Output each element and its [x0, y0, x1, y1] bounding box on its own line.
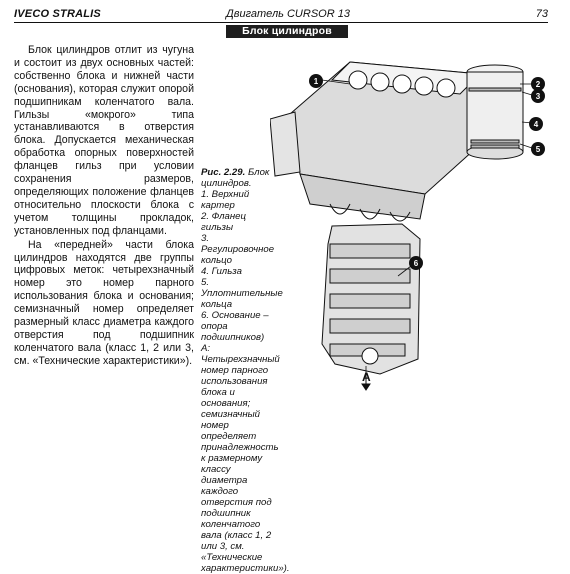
caption-item-6: 6. Основание – опора подшипников)	[201, 310, 269, 343]
engine-block-drawing: 1 2 3 4 5 6	[270, 61, 545, 391]
section-title: Блок цилиндров	[226, 25, 348, 38]
cylinder-liner-shape	[466, 64, 524, 160]
body-text: Блок цилиндров отлит из чугуна и состоит…	[14, 44, 194, 368]
paragraph-2: На «передней» части блока цилиндров нахо…	[14, 238, 194, 367]
callout-label-5: 5	[536, 145, 541, 154]
callout-5: 5	[531, 142, 545, 156]
caption-item-3: 3. Регулировочное кольцо	[201, 233, 275, 266]
bedplate-shape	[321, 223, 421, 375]
view-a-arrow	[361, 374, 371, 391]
cylinder-block-shape	[270, 61, 482, 222]
page-number: 73	[535, 8, 548, 20]
caption-item-4: 4. Гильза	[201, 266, 242, 277]
callout-2: 2	[531, 77, 545, 91]
header-brand: IVECO STRALIS	[14, 8, 101, 20]
figure-caption: Рис. 2.29. Блок цилиндров. 1. Верхний ка…	[201, 167, 290, 574]
header-rule	[14, 22, 548, 23]
callout-3: 3	[531, 89, 545, 103]
engine-block-illustration: 1 2 3 4 5 6	[270, 44, 555, 400]
callout-label-6: 6	[414, 259, 419, 268]
callout-4: 4	[529, 117, 543, 131]
view-label-a: A	[362, 370, 371, 384]
callout-1: 1	[309, 74, 323, 88]
callout-6: 6	[409, 256, 423, 270]
paragraph-1: Блок цилиндров отлит из чугуна и состоит…	[14, 44, 194, 237]
caption-note: А: Четырехзначный номер парного использо…	[201, 343, 290, 574]
caption-item-1: 1. Верхний картер	[201, 189, 250, 211]
caption-item-5: 5. Уплотнительные кольца	[201, 277, 283, 310]
callout-label-2: 2	[536, 80, 541, 89]
caption-item-2: 2. Фланец гильзы	[201, 211, 246, 233]
page-header: IVECO STRALIS Двигатель CURSOR 13 73	[14, 8, 548, 22]
callout-label-4: 4	[534, 120, 539, 129]
callout-label-3: 3	[536, 92, 541, 101]
callout-label-1: 1	[314, 77, 319, 86]
header-chapter: Двигатель CURSOR 13	[226, 8, 350, 20]
caption-subtitle: Блок цилиндров.	[201, 167, 270, 189]
caption-title: Рис. 2.29.	[201, 167, 246, 178]
